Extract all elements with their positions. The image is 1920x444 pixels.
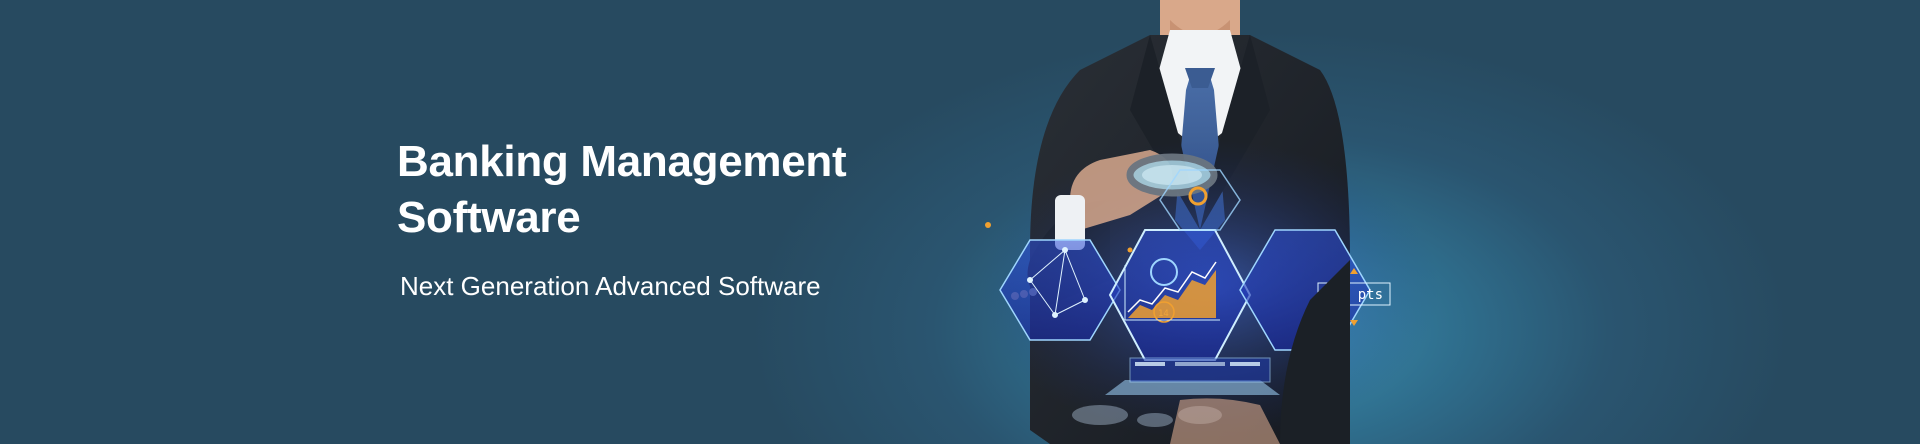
right-arm xyxy=(1280,260,1350,444)
network-graph-icon xyxy=(1027,247,1088,318)
businessman-illustration: 14 180 pts xyxy=(980,0,1440,444)
hand-with-magnifier xyxy=(1055,150,1218,250)
headline-line-1: Banking Management xyxy=(397,137,847,186)
banner-headline: Banking Management Software xyxy=(397,134,917,246)
tablet-icon xyxy=(1105,357,1280,395)
banner-subheadline: Next Generation Advanced Software xyxy=(400,271,821,301)
right-hand xyxy=(1170,398,1280,444)
headline-line-2: Software xyxy=(397,193,581,242)
line-chart-icon xyxy=(1124,261,1220,321)
hud-hexagon-panels xyxy=(999,169,1371,361)
gear-icon xyxy=(1188,186,1208,206)
gauge-ring xyxy=(1150,258,1178,286)
